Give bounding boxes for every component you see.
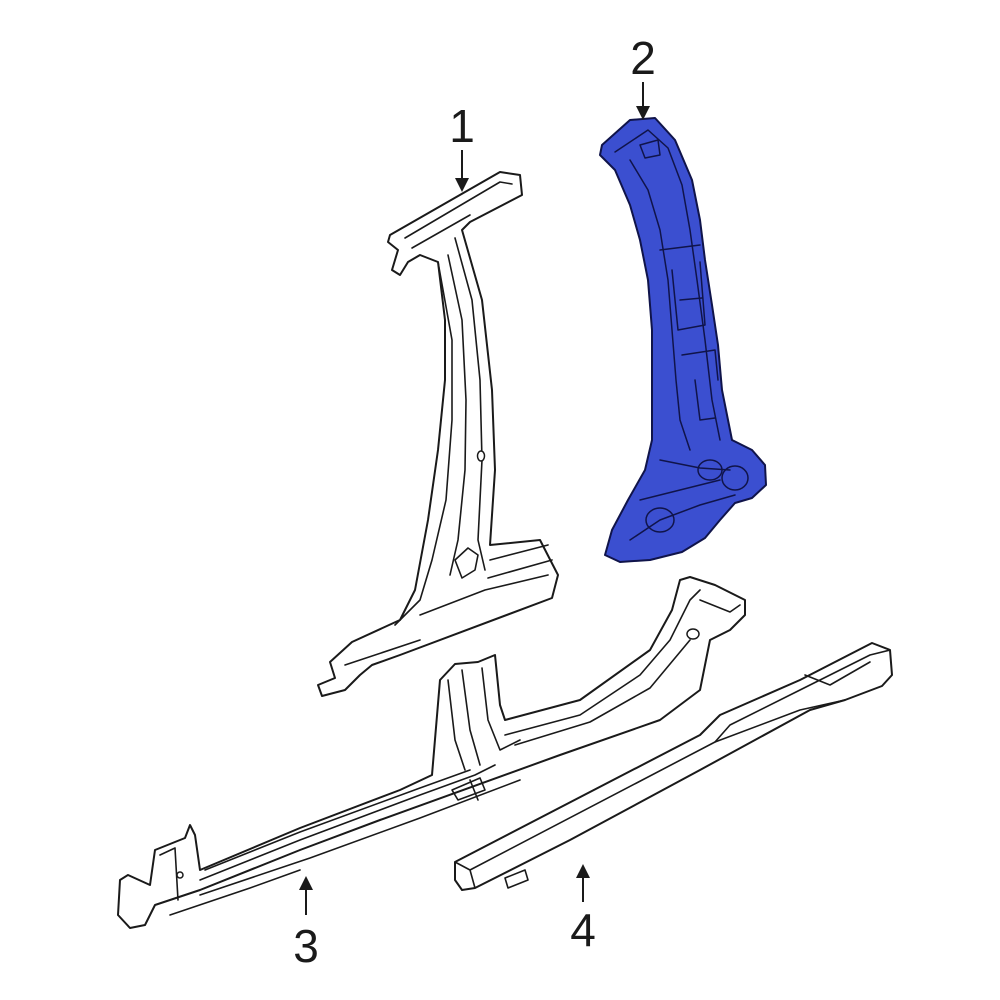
part-2-reinforcement[interactable] [599, 117, 767, 563]
callout-1: 1 [449, 100, 475, 192]
part-1-pillar[interactable] [317, 171, 559, 697]
callout-3: 3 [293, 876, 319, 972]
callout-4: 4 [570, 864, 596, 956]
part-4-rocker-outer[interactable] [454, 642, 893, 891]
callout-2: 2 [630, 32, 656, 120]
part-3-rocker-inner[interactable] [117, 576, 746, 929]
callout-2-number: 2 [630, 32, 656, 84]
callout-3-number: 3 [293, 920, 319, 972]
callout-1-number: 1 [449, 100, 475, 152]
callout-4-number: 4 [570, 904, 596, 956]
